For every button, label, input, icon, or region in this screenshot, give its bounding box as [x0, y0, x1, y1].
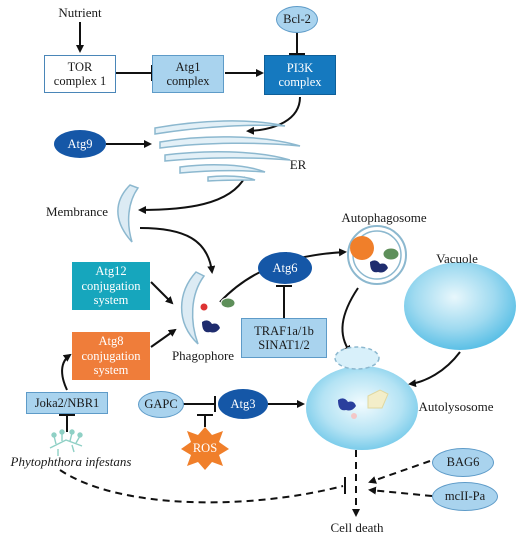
- edge-autophagosome-autolysosome: [341, 287, 359, 354]
- vacuole-label: Vacuole: [436, 251, 478, 266]
- atg12-conjugation-node: Atg12 conjugation system: [72, 262, 150, 310]
- edge-phyto-celldeath: [59, 469, 344, 504]
- joka2-nbr1-node: Joka2/NBR1: [26, 392, 108, 414]
- pi3k-complex-node: PI3K complex: [264, 55, 336, 95]
- atg6-label: Atg6: [272, 260, 298, 275]
- edge-atg8-phagophore: [150, 328, 177, 348]
- atg9-node: Atg9: [54, 130, 106, 158]
- bcl2-node: Bcl-2: [276, 6, 318, 33]
- autolysosome-vesicle: [334, 346, 380, 370]
- autolysosome-label: Autolysosome: [418, 399, 494, 414]
- ros-star: [181, 427, 229, 470]
- atg1-complex-node: Atg1 complex: [152, 55, 224, 93]
- edge-mcii: [368, 486, 433, 497]
- gapc-node: GAPC: [138, 391, 184, 418]
- phytophthora-label: Phytophthora infestans: [10, 454, 132, 469]
- autophagosome-orange: [350, 236, 374, 260]
- membrance-label: Membrance: [45, 204, 109, 219]
- atg8-label: Atg8 conjugation system: [81, 334, 141, 378]
- gapc-label: GAPC: [144, 397, 178, 411]
- autophagosome-label: Autophagosome: [341, 210, 427, 225]
- edge-er-membrance: [138, 176, 246, 214]
- edge-bag6: [368, 460, 431, 484]
- edge-joka-atg8: [61, 353, 72, 391]
- phagophore-label: Phagophore: [171, 348, 235, 363]
- phytophthora-icon: [49, 429, 83, 456]
- atg12-label: Atg12 conjugation system: [81, 264, 141, 308]
- tor-label: TOR complex 1: [53, 59, 107, 88]
- edge-atg12-phagophore: [150, 281, 174, 305]
- cell-death-label: Cell death: [330, 520, 384, 535]
- nutrient-label: Nutrient: [58, 5, 102, 20]
- atg3-label: Atg3: [230, 396, 256, 411]
- atg3-node: Atg3: [218, 389, 268, 419]
- tor-complex-node: TOR complex 1: [44, 55, 116, 93]
- er-structure: [154, 120, 301, 182]
- edge-membrance-phagophore: [139, 227, 216, 274]
- phagophore-shape: [180, 271, 206, 345]
- bag6-label: BAG6: [446, 455, 480, 469]
- phagophore-red-organelle: [199, 302, 209, 312]
- atg1-label: Atg1 complex: [166, 59, 210, 88]
- mcii-pa-node: mcII-Pa: [432, 482, 498, 511]
- mcii-label: mcII-Pa: [444, 489, 486, 503]
- edge-vacuole-autolysosome: [408, 351, 461, 388]
- er-label: ER: [289, 157, 307, 172]
- atg9-label: Atg9: [67, 136, 93, 151]
- ros-label: ROS: [192, 441, 218, 455]
- edge-pi3k-er: [246, 96, 301, 135]
- membrance-shape: [117, 184, 140, 243]
- atg8-conjugation-node: Atg8 conjugation system: [72, 332, 150, 380]
- bag6-node: BAG6: [432, 448, 494, 477]
- traf-sinat-node: TRAF1a/1b SINAT1/2: [241, 318, 327, 358]
- autolysosome-shape: [306, 366, 418, 450]
- bcl2-label: Bcl-2: [283, 12, 311, 26]
- phagophore-mitochondrion: [220, 297, 236, 309]
- joka-label: Joka2/NBR1: [34, 395, 100, 410]
- pi3k-label: PI3K complex: [278, 60, 322, 89]
- atg6-node: Atg6: [258, 252, 312, 284]
- vacuole-shape: [404, 262, 516, 350]
- traf-label: TRAF1a/1b SINAT1/2: [254, 323, 314, 352]
